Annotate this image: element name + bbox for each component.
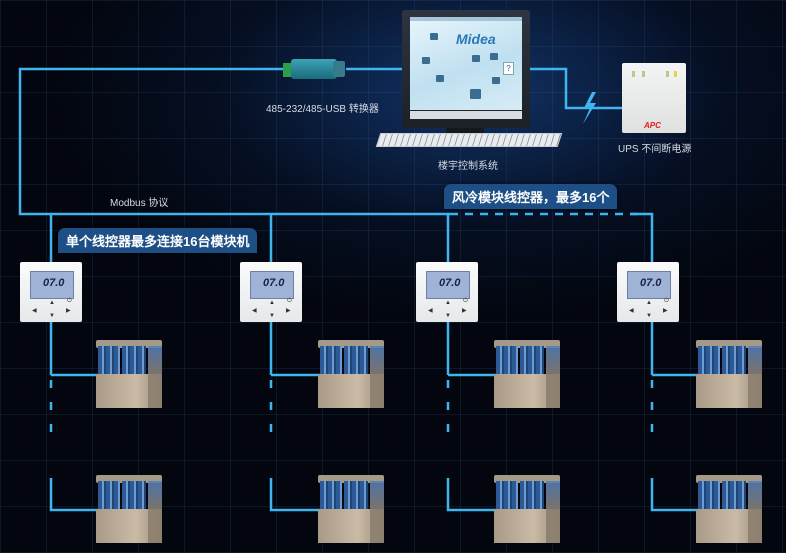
air-cooled-module-unit bbox=[96, 475, 162, 543]
left-button: ◀ bbox=[428, 308, 433, 314]
air-cooled-module-unit bbox=[494, 340, 560, 408]
left-button: ◀ bbox=[32, 308, 37, 314]
right-button: ▶ bbox=[462, 308, 467, 314]
up-button: ▲ bbox=[269, 300, 275, 306]
wired-controller: 07.0 ▲ ◀ ▶ ▼ ⏻ bbox=[416, 262, 478, 322]
midea-logo: Midea bbox=[456, 31, 496, 47]
air-cooled-module-unit bbox=[696, 475, 762, 543]
wire-converter-left bbox=[18, 67, 450, 216]
up-button: ▲ bbox=[49, 300, 55, 306]
protocol-label: Modbus 协议 bbox=[110, 198, 169, 209]
right-button: ▶ bbox=[66, 308, 71, 314]
power-button: ⏻ bbox=[67, 298, 72, 304]
controller-display: 07.0 bbox=[640, 277, 662, 289]
left-button: ◀ bbox=[252, 308, 257, 314]
badge-max-modules: 单个线控器最多连接16台模块机 bbox=[58, 228, 258, 253]
monitor-screen: Midea ? bbox=[410, 17, 522, 110]
power-button: ⏻ bbox=[287, 298, 292, 304]
building-control-monitor: Midea ? bbox=[402, 10, 530, 128]
air-cooled-module-unit bbox=[318, 340, 384, 408]
keyboard bbox=[375, 133, 563, 147]
converter-label: 485-232/485-USB 转换器 bbox=[266, 104, 379, 115]
monitor-stand bbox=[446, 128, 484, 134]
computer-label: 楼宇控制系统 bbox=[438, 161, 498, 172]
ups-label: UPS 不间断电源 bbox=[618, 144, 692, 155]
wire-monitor-ups bbox=[530, 67, 622, 110]
right-button: ▶ bbox=[286, 308, 291, 314]
wireless-bolt-icon bbox=[583, 92, 596, 124]
wired-controller: 07.0 ▲ ◀ ▶ ▼ ⏻ bbox=[617, 262, 679, 322]
rs485-converter bbox=[283, 57, 346, 81]
left-button: ◀ bbox=[629, 308, 634, 314]
branch-group bbox=[49, 322, 698, 512]
air-cooled-module-unit bbox=[494, 475, 560, 543]
controller-display: 07.0 bbox=[439, 277, 461, 289]
air-cooled-module-unit bbox=[318, 475, 384, 543]
help-icon: ? bbox=[503, 62, 514, 75]
power-button: ⏻ bbox=[664, 298, 669, 304]
down-button: ▼ bbox=[646, 313, 652, 319]
up-button: ▲ bbox=[646, 300, 652, 306]
wired-controller: 07.0 ▲ ◀ ▶ ▼ ⏻ bbox=[240, 262, 302, 322]
down-button: ▼ bbox=[445, 313, 451, 319]
power-button: ⏻ bbox=[463, 298, 468, 304]
up-button: ▲ bbox=[445, 300, 451, 306]
apc-logo: APC bbox=[644, 121, 661, 130]
controller-display: 07.0 bbox=[43, 277, 65, 289]
wire-bus-right bbox=[630, 212, 654, 262]
badge-max-controllers: 风冷模块线控器，最多16个 bbox=[444, 184, 618, 209]
ups-unit: APC bbox=[622, 63, 686, 133]
right-button: ▶ bbox=[663, 308, 668, 314]
controller-display: 07.0 bbox=[263, 277, 285, 289]
down-button: ▼ bbox=[269, 313, 275, 319]
wired-controller: 07.0 ▲ ◀ ▶ ▼ ⏻ bbox=[20, 262, 82, 322]
down-button: ▼ bbox=[49, 313, 55, 319]
air-cooled-module-unit bbox=[696, 340, 762, 408]
air-cooled-module-unit bbox=[96, 340, 162, 408]
